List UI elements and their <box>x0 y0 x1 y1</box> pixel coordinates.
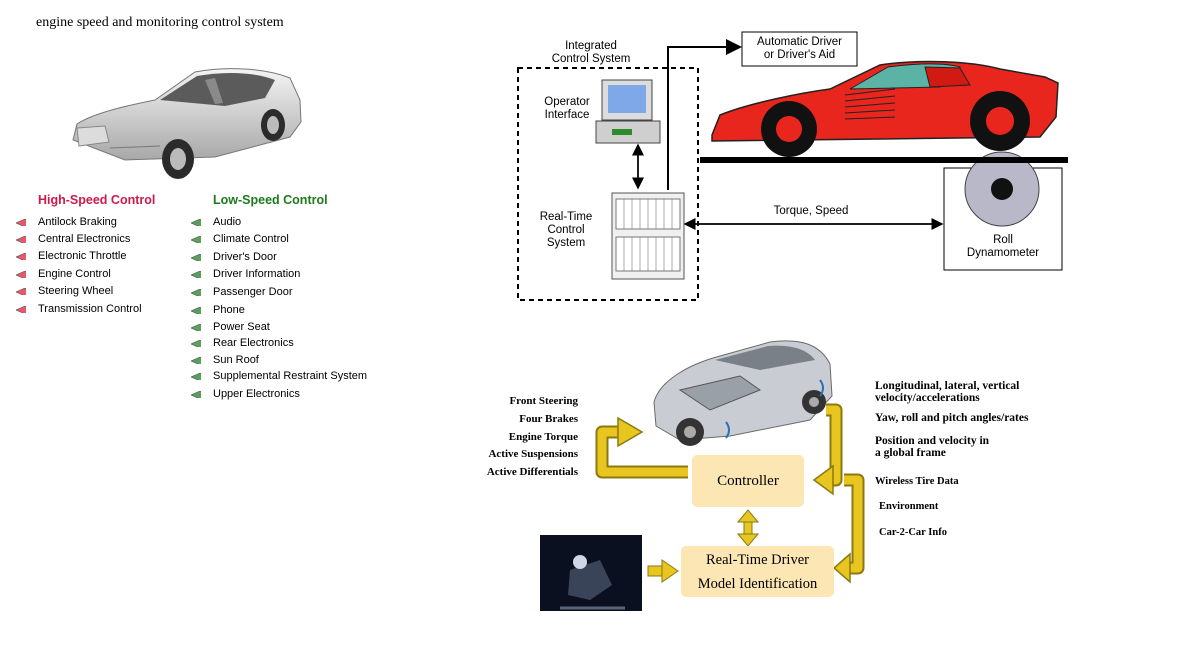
high-speed-bullet-icon <box>16 271 26 278</box>
rt-line3: System <box>546 237 586 249</box>
control-loop-diagram <box>540 340 865 611</box>
velocity-line2: velocity/accelerations <box>875 392 980 404</box>
low-speed-item: Power Seat <box>213 321 270 333</box>
sensor-label-environment: Environment <box>879 501 939 512</box>
actuator-label: Engine Torque <box>508 431 578 443</box>
high-speed-bullet-icon <box>16 253 26 260</box>
high-speed-bullet-icon <box>16 219 26 226</box>
high-speed-item: Engine Control <box>38 268 111 280</box>
low-speed-bullet-icon <box>191 236 201 243</box>
roll-line2: Dynamometer <box>966 247 1040 259</box>
actuator-label: Active Differentials <box>486 466 578 478</box>
controller-box: Controller <box>692 455 804 507</box>
low-speed-bullet-icon <box>191 271 201 278</box>
low-speed-item: Supplemental Restraint System <box>213 370 368 382</box>
low-speed-item: Phone <box>213 304 245 316</box>
operator-line2: Interface <box>544 109 590 121</box>
low-speed-bullet-icon <box>191 254 201 261</box>
low-speed-item: Upper Electronics <box>213 388 300 400</box>
low-speed-item: Sun Roof <box>213 354 259 366</box>
rt-line1: Real-Time <box>539 211 593 223</box>
low-speed-item: Rear Electronics <box>213 337 294 349</box>
low-speed-bullet-icon <box>191 324 201 331</box>
roll-dynamometer-label: Roll Dynamometer <box>946 234 1060 260</box>
rt-line2: Control <box>547 224 585 236</box>
actuator-label: Four Brakes <box>519 413 578 425</box>
low-speed-bullet-icon <box>191 373 201 380</box>
integrated-label-line2: Control System <box>551 53 631 65</box>
sensor-label-car2car: Car-2-Car Info <box>879 527 947 538</box>
high-speed-item: Transmission Control <box>38 303 142 315</box>
driver-model-line1: Real-Time Driver <box>706 552 809 568</box>
integrated-label-line1: Integrated <box>565 40 617 52</box>
high-speed-item: Steering Wheel <box>38 285 114 297</box>
high-speed-item: Antilock Braking <box>38 216 117 228</box>
hil-diagram <box>517 31 1068 301</box>
high-speed-item: Electronic Throttle <box>38 250 127 262</box>
page-title: engine speed and monitoring control syst… <box>36 15 284 30</box>
high-speed-bullet-icon <box>16 288 26 295</box>
low-speed-heading: Low-Speed Control <box>213 193 328 207</box>
auto-driver-line2: or Driver's Aid <box>763 49 836 61</box>
low-speed-item: Audio <box>213 216 242 228</box>
actuator-label: Active Suspensions <box>488 448 578 460</box>
low-speed-bullet-icon <box>191 357 201 364</box>
high-speed-bullet-icon <box>16 236 26 243</box>
sensor-label-velocity: Longitudinal, lateral, vertical velocity… <box>875 380 1019 404</box>
auto-driver-line1: Automatic Driver <box>757 36 842 48</box>
driver-model-box: Real-Time Driver Model Identification <box>681 546 834 597</box>
automatic-driver-label: Automatic Driver or Driver's Aid <box>742 36 857 62</box>
position-line2: a global frame <box>875 447 946 459</box>
low-speed-item: Passenger Door <box>213 286 293 298</box>
roll-line1: Roll <box>993 234 1013 246</box>
operator-line1: Operator <box>544 96 590 108</box>
low-speed-bullet-icon <box>191 307 201 314</box>
low-speed-bullet-icon <box>191 340 201 347</box>
sensor-label-angles: Yaw, roll and pitch angles/rates <box>875 412 1029 424</box>
high-speed-heading: High-Speed Control <box>38 193 156 207</box>
low-speed-bullet-icon <box>191 289 201 296</box>
operator-interface-label: Operator Interface <box>536 96 598 122</box>
low-speed-item: Driver's Door <box>213 251 277 263</box>
real-time-control-label: Real-Time Control System <box>532 211 600 250</box>
low-speed-bullet-icon <box>191 219 201 226</box>
high-speed-bullet-icon <box>16 306 26 313</box>
silver-sedan-image <box>72 68 302 179</box>
driver-model-line2: Model Identification <box>697 576 818 592</box>
actuator-label: Front Steering <box>509 395 578 407</box>
high-speed-item: Central Electronics <box>38 233 131 245</box>
low-speed-item: Climate Control <box>213 233 289 245</box>
low-speed-item: Driver Information <box>213 268 301 280</box>
integrated-control-label: Integrated Control System <box>545 40 637 66</box>
sensor-label-tire: Wireless Tire Data <box>875 476 959 487</box>
low-speed-bullet-icon <box>191 391 201 398</box>
torque-speed-label: Torque, Speed <box>773 205 849 217</box>
position-line1: Position and velocity in <box>875 435 990 447</box>
velocity-line1: Longitudinal, lateral, vertical <box>875 380 1020 392</box>
sensor-label-position: Position and velocity in a global frame <box>875 435 989 459</box>
